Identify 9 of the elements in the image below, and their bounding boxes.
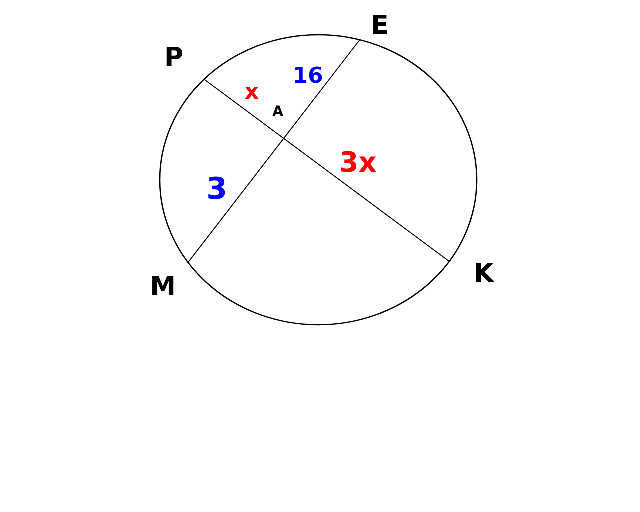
point-label: A xyxy=(272,105,284,119)
segment-label: 3x xyxy=(339,149,377,177)
segment-label: x xyxy=(244,82,260,104)
point-label: P xyxy=(164,45,184,71)
point-label: E xyxy=(371,13,389,39)
segment-label: 16 xyxy=(292,66,324,88)
point-label: M xyxy=(150,274,176,300)
point-label: K xyxy=(474,261,494,287)
segment-label: 3 xyxy=(206,175,228,205)
